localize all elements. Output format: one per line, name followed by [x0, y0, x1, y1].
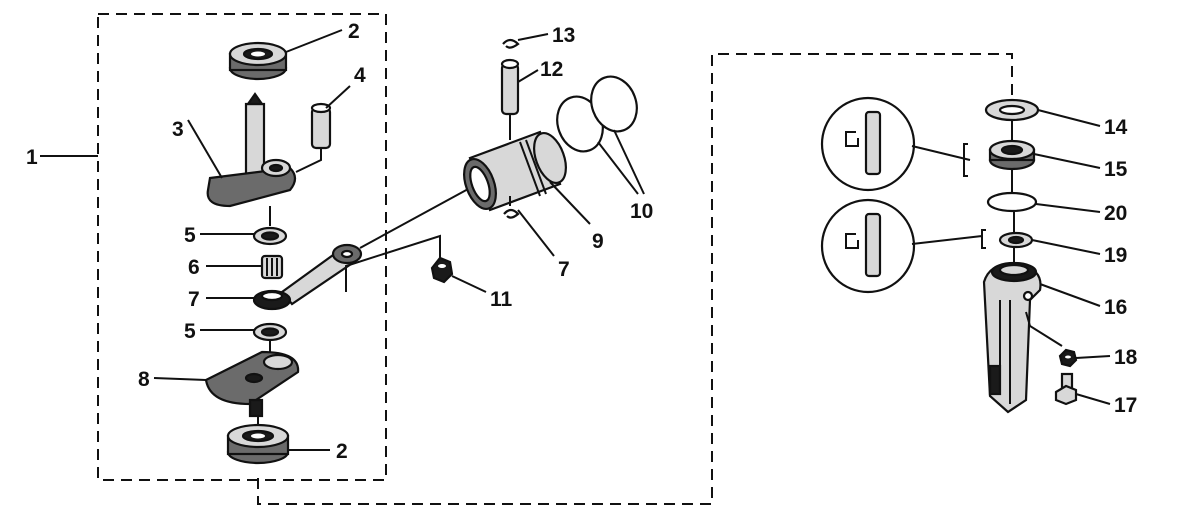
wrist-pin	[500, 58, 520, 116]
seal-detail-upper	[820, 96, 916, 192]
lower-thrust-washer	[252, 322, 288, 342]
piston	[463, 130, 567, 212]
housing-bolt-leader	[1025, 311, 1063, 347]
seal-washer	[984, 98, 1040, 122]
callout-19: 19	[1104, 244, 1127, 267]
callout-7-rod: 7	[188, 288, 200, 311]
oil-seal	[988, 139, 1036, 171]
lower-retaining-clip	[503, 208, 520, 219]
crankcase-housing	[982, 261, 1042, 414]
callout-5-lower: 5	[184, 320, 196, 343]
rod-nut-leader	[345, 234, 441, 292]
lower-ball-bearing	[226, 423, 290, 465]
callout-18: 18	[1114, 346, 1138, 369]
hex-bolt	[1054, 372, 1078, 406]
callout-9: 9	[592, 230, 604, 253]
callout-1: 1	[26, 146, 38, 169]
seal-detail-upper-leader	[911, 143, 971, 177]
callout-2-upper: 2	[348, 20, 360, 43]
upper-retaining-clip	[502, 38, 520, 49]
leader-lines	[40, 29, 1111, 451]
callout-3: 3	[172, 118, 184, 141]
callout-7-clip: 7	[558, 258, 570, 281]
linkage-dashed-connector	[257, 53, 1013, 505]
hex-nut	[1058, 348, 1078, 368]
callout-14: 14	[1104, 116, 1128, 139]
upper-thrust-washer	[252, 226, 288, 246]
seal-detail-lower-leader	[911, 229, 986, 249]
callout-2-lower: 2	[336, 440, 348, 463]
callout-20: 20	[1104, 202, 1127, 225]
callout-17: 17	[1114, 394, 1137, 417]
o-ring	[986, 191, 1038, 213]
seal-detail-lower	[820, 198, 916, 294]
lower-crankshaft	[204, 350, 300, 418]
upper-ball-bearing	[228, 41, 288, 81]
rod-nut	[430, 256, 454, 284]
callout-13: 13	[552, 24, 575, 47]
callout-11: 11	[490, 288, 513, 311]
callout-16: 16	[1104, 296, 1127, 319]
big-end-bearing	[252, 289, 292, 311]
inner-seal	[998, 231, 1034, 249]
upper-crankshaft	[206, 92, 297, 208]
callout-15: 15	[1104, 158, 1128, 181]
callout-12: 12	[540, 58, 563, 81]
callout-8: 8	[138, 368, 150, 391]
piston-rings	[556, 75, 638, 153]
connecting-rod	[280, 243, 363, 306]
crank-pin	[310, 102, 332, 150]
callout-10: 10	[630, 200, 653, 223]
crank-pin-leader	[295, 148, 322, 173]
crankshaft-assembly-group-box	[97, 13, 387, 481]
callout-5-upper: 5	[184, 224, 196, 247]
callout-4: 4	[354, 64, 366, 87]
callout-6: 6	[188, 256, 200, 279]
needle-roller-bearing	[260, 254, 284, 280]
